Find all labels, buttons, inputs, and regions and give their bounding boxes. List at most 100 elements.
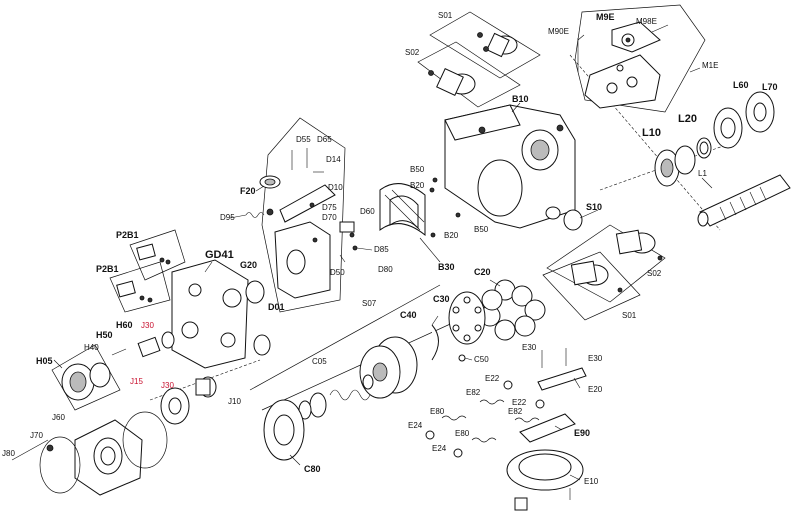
part-b20-bolt-b	[430, 232, 436, 238]
part-s10	[545, 206, 583, 231]
part-l1-shaft	[697, 174, 791, 227]
label-j10: J10	[228, 397, 241, 406]
label-p2b1-b: P2B1	[96, 264, 119, 274]
part-b50-bolt-b	[455, 212, 461, 218]
label-s01-bottom: S01	[622, 311, 637, 320]
label-j60: J60	[52, 413, 65, 422]
part-b50-bolt-a	[432, 177, 438, 183]
label-e22-a: E22	[485, 374, 500, 383]
part-h05-bearing	[61, 362, 111, 401]
dashed-axis-1	[569, 54, 721, 231]
part-e-group	[425, 348, 587, 458]
part-s02-bottom	[615, 229, 663, 261]
kit-frame-h05	[51, 344, 121, 411]
kit-frame-m1e	[574, 4, 706, 113]
label-l10: L10	[642, 127, 661, 139]
label-h05: H05	[36, 356, 53, 366]
part-m9e	[577, 21, 669, 72]
label-d75: D75	[322, 203, 337, 212]
label-l1: L1	[698, 169, 707, 178]
label-e80-a: E80	[430, 407, 445, 416]
label-m9e: M9E	[596, 12, 615, 22]
label-e82-b: E82	[508, 407, 523, 416]
part-gd41-cover	[171, 259, 271, 369]
label-b20-b: B20	[444, 231, 459, 240]
part-h50-h60	[111, 331, 175, 358]
part-d60	[339, 221, 355, 233]
label-p2b1-a: P2B1	[116, 230, 139, 240]
part-s02-top	[428, 68, 476, 96]
label-c50: C50	[474, 355, 489, 364]
part-d01-plate	[274, 221, 331, 299]
label-d60: D60	[360, 207, 375, 216]
part-g20	[245, 280, 265, 304]
label-e80-b: E80	[455, 429, 470, 438]
label-gd41: GD41	[205, 249, 234, 261]
label-j80: J80	[2, 449, 15, 458]
label-e22-b: E22	[512, 398, 527, 407]
label-s02-bottom: S02	[647, 269, 662, 278]
part-j-flange	[11, 411, 168, 496]
part-p2b1-b	[116, 280, 153, 303]
part-m1e	[584, 54, 661, 109]
part-c05-cylinder	[359, 336, 418, 399]
label-l20: L20	[678, 113, 697, 125]
label-l60: L60	[733, 80, 749, 90]
part-c30-plate	[448, 291, 486, 345]
part-c50	[458, 354, 466, 362]
label-e24-a: E24	[408, 421, 423, 430]
label-g20: G20	[240, 260, 257, 270]
label-j30-b: J30	[161, 381, 174, 390]
label-d80: D80	[378, 265, 393, 274]
label-c80: C80	[304, 464, 321, 474]
label-d01: D01	[268, 302, 285, 312]
label-s02-top: S02	[405, 48, 420, 57]
label-h50: H50	[96, 330, 113, 340]
label-c40: C40	[400, 310, 417, 320]
label-e10: E10	[584, 477, 599, 486]
label-h40: H40	[84, 343, 99, 352]
part-j10	[195, 376, 217, 398]
label-b20-a: B20	[410, 181, 425, 190]
part-j15	[160, 387, 190, 425]
group-leaders	[53, 34, 713, 481]
label-j30-a: J30	[141, 321, 154, 330]
group-labels: S01 S02 M90E M9E M98E M1E L60 L70 B10 L2…	[2, 11, 778, 486]
part-f20	[259, 175, 281, 189]
part-c40	[431, 324, 439, 361]
part-l60	[713, 107, 743, 149]
label-e82-a: E82	[466, 388, 481, 397]
part-s01-bottom	[570, 260, 623, 293]
label-h60: H60	[116, 320, 133, 330]
label-d65: D65	[317, 135, 332, 144]
kit-line-s07	[249, 284, 441, 391]
label-j15: J15	[130, 377, 143, 386]
kit-frame-s01-top	[429, 11, 541, 79]
part-s01-top	[477, 32, 518, 58]
label-d70: D70	[322, 213, 337, 222]
label-e90: E90	[574, 428, 590, 438]
kit-frame-p2b1-b	[109, 261, 171, 313]
label-c05: C05	[312, 357, 327, 366]
label-c20: C20	[474, 267, 491, 277]
label-c30: C30	[433, 294, 450, 304]
dashed-axis-3	[149, 359, 261, 401]
part-l70	[745, 91, 775, 133]
part-p2b1-a	[136, 243, 171, 265]
label-m98e: M98E	[636, 17, 657, 26]
label-e30-a: E30	[522, 343, 537, 352]
label-e30-b: E30	[588, 354, 603, 363]
part-c20-pistons	[479, 279, 546, 341]
label-m1e: M1E	[702, 61, 718, 70]
label-e20: E20	[588, 385, 603, 394]
label-m90e: M90E	[548, 27, 569, 36]
label-b30: B30	[438, 262, 455, 272]
part-b30-cradle	[379, 183, 426, 237]
label-d95: D95	[220, 213, 235, 222]
kit-frame-d01	[261, 117, 346, 313]
kit-frame-s02-bottom	[546, 224, 666, 303]
label-b50-b: B50	[474, 225, 489, 234]
label-b10: B10	[512, 94, 529, 104]
